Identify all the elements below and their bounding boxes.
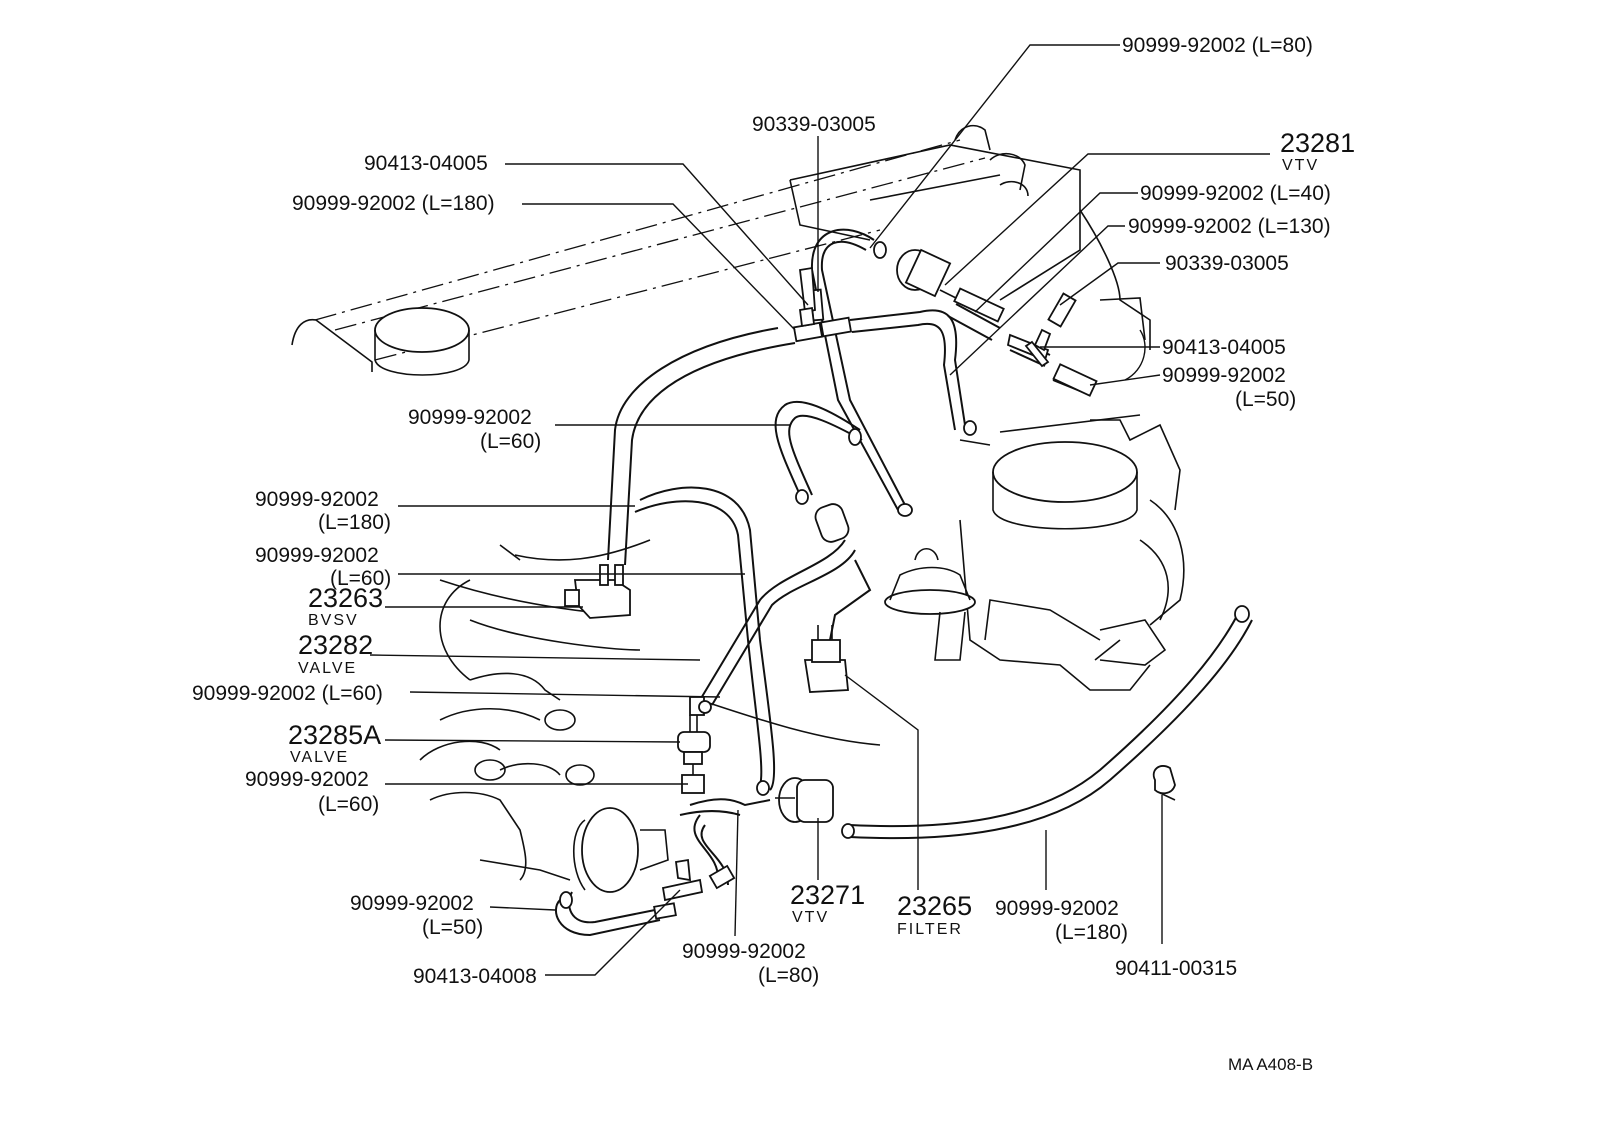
label-hose-l180-bottom-length: (L=180) <box>1055 921 1128 944</box>
label-hose-l60-mid-length: (L=60) <box>330 567 391 590</box>
label-hose-l180-top: 90999-92002 (L=180) <box>292 192 495 215</box>
fittings <box>559 241 1250 920</box>
label-vtv-23281-name: VTV <box>1282 157 1319 174</box>
label-valve-23282-number: 23282 <box>298 630 373 660</box>
label-valve-23285a-number: 23285A <box>288 720 381 750</box>
label-bvsv-23263-name: BVSV <box>308 612 359 629</box>
label-tee-90413-top: 90413-04005 <box>364 152 488 175</box>
label-clamp-90411-00315: 90411-00315 <box>1115 957 1237 980</box>
label-hose-l130: 90999-92002 (L=130) <box>1128 215 1331 238</box>
label-hose-l80-bottom-code: 90999-92002 <box>682 940 806 963</box>
leader-lines <box>369 44 1270 976</box>
label-hose-l50-right-length: (L=50) <box>1235 388 1296 411</box>
label-hose-l60-bottom-code: 90999-92002 <box>245 768 369 791</box>
drawing-code: MA A408-B <box>1228 1055 1313 1074</box>
label-hose-l80-bottom-length: (L=80) <box>758 964 819 987</box>
label-hose-l40: 90999-92002 (L=40) <box>1140 182 1331 205</box>
label-valve-23282-name: VALVE <box>298 660 357 677</box>
label-hose-l180-mid-length: (L=180) <box>318 511 391 534</box>
label-plug-90339-right: 90339-03005 <box>1165 252 1289 275</box>
label-hose-l60-upper-length: (L=60) <box>480 430 541 453</box>
label-tee-90413-04008: 90413-04008 <box>413 965 537 988</box>
label-hose-l60-mid-code: 90999-92002 <box>255 544 379 567</box>
engine-outline <box>291 124 1185 893</box>
label-hose-l180-bottom-code: 90999-92002 <box>995 897 1119 920</box>
label-plug-90339-top: 90339-03005 <box>752 113 876 136</box>
label-filter-23265-name: FILTER <box>897 921 963 938</box>
label-tee-90413-right: 90413-04005 <box>1162 336 1286 359</box>
label-hose-l50-right-code: 90999-92002 <box>1162 364 1286 387</box>
label-hose-l60-lower: 90999-92002 (L=60) <box>192 682 383 705</box>
label-hose-l180-mid-code: 90999-92002 <box>255 488 379 511</box>
label-valve-23285a-name: VALVE <box>290 749 349 766</box>
label-hose-l50-left-length: (L=50) <box>422 916 483 939</box>
label-filter-23265-number: 23265 <box>897 891 972 921</box>
label-hose-l60-upper-code: 90999-92002 <box>408 406 532 429</box>
label-vtv-23271-number: 23271 <box>790 880 865 910</box>
part-labels: 90999-92002 (L=80) 90339-03005 90413-040… <box>192 34 1355 1074</box>
label-vtv-23271-name: VTV <box>792 909 829 926</box>
label-hose-l50-left-code: 90999-92002 <box>350 892 474 915</box>
label-vtv-23281-number: 23281 <box>1280 128 1355 158</box>
label-hose-l80-top: 90999-92002 (L=80) <box>1122 34 1313 57</box>
label-hose-l60-bottom-length: (L=60) <box>318 793 379 816</box>
label-bvsv-23263-number: 23263 <box>308 583 383 613</box>
